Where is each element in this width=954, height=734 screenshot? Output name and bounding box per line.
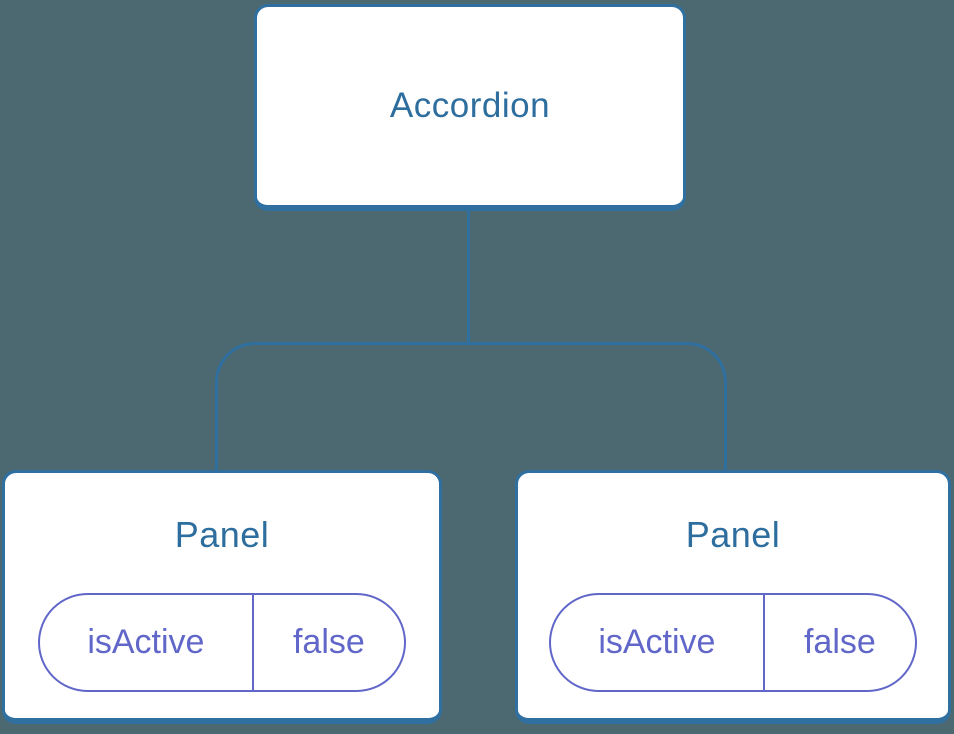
- panel-node-label: Panel: [174, 514, 270, 555]
- state-key: isActive: [87, 623, 205, 661]
- parent-connector-line: [467, 211, 470, 345]
- accordion-node: Accordion: [254, 4, 686, 211]
- accordion-node-label: Accordion: [389, 86, 551, 125]
- state-key: isActive: [598, 623, 716, 661]
- state-pill: isActive false: [549, 593, 917, 692]
- state-value: false: [762, 595, 915, 690]
- children-connector-bracket: [215, 342, 727, 472]
- panel-node-right: Panel isActive false: [515, 470, 951, 724]
- state-value: false: [251, 595, 404, 690]
- state-pill: isActive false: [38, 593, 406, 692]
- panel-node-label: Panel: [685, 514, 781, 555]
- panel-node-left: Panel isActive false: [2, 470, 442, 724]
